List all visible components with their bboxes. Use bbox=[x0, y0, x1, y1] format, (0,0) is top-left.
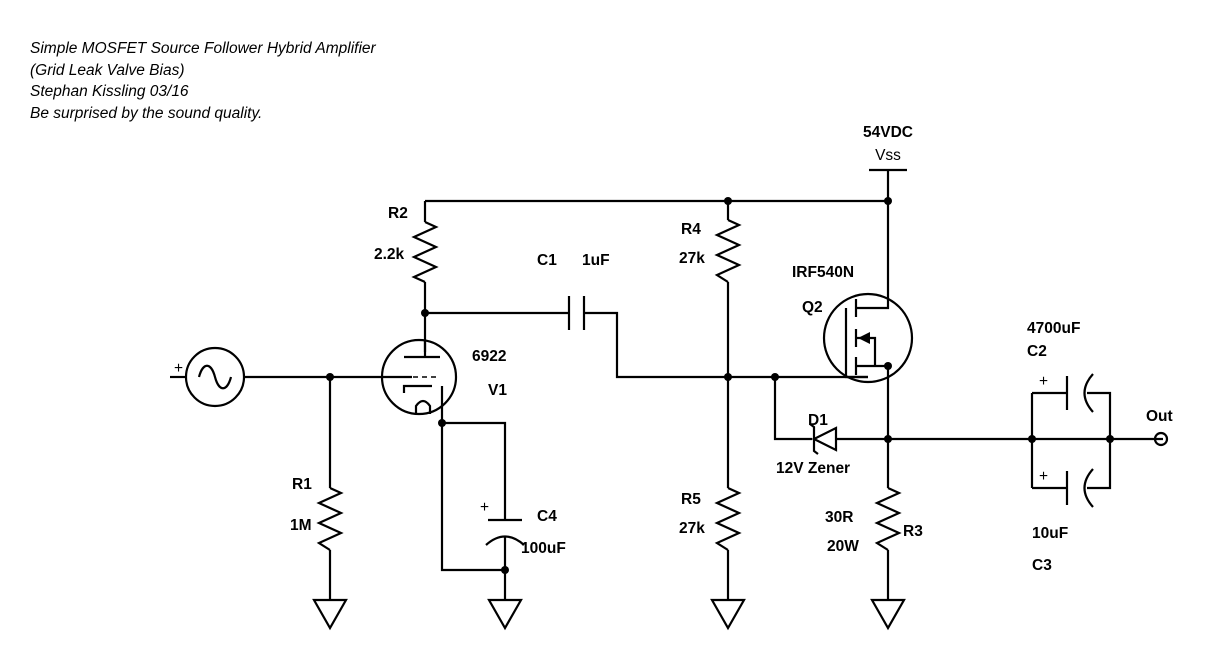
resistor-r1: R1 1M bbox=[290, 476, 344, 551]
valve-heater bbox=[414, 399, 432, 414]
ground-icon bbox=[487, 598, 523, 631]
junction-dot bbox=[438, 419, 446, 427]
ground-icon bbox=[870, 598, 906, 631]
resistor-r1-icon bbox=[316, 486, 344, 551]
notes-subtitle: (Grid Leak Valve Bias) bbox=[30, 61, 185, 79]
grounds bbox=[312, 598, 906, 631]
resistor-r2-icon bbox=[411, 220, 439, 284]
c3-plate-negative bbox=[1083, 468, 1094, 508]
r5-ref-label: R5 bbox=[681, 491, 701, 508]
junction-dot bbox=[771, 373, 779, 381]
r1-ref-label: R1 bbox=[292, 476, 312, 493]
resistor-r5-icon bbox=[714, 486, 742, 551]
sine-wave-icon bbox=[197, 364, 233, 390]
junction-dot bbox=[326, 373, 334, 381]
notes-author: Stephan Kissling 03/16 bbox=[30, 83, 189, 100]
signal-source-icon bbox=[184, 346, 246, 408]
c4-value-label: 100uF bbox=[521, 540, 566, 557]
notes-remark: Be surprised by the sound quality. bbox=[30, 104, 263, 122]
junction-dot bbox=[421, 309, 429, 317]
q2-part-label: IRF540N bbox=[792, 264, 854, 281]
junction-dot bbox=[884, 197, 892, 205]
c2-ref-label: C2 bbox=[1027, 343, 1047, 360]
c2-plate-negative bbox=[1083, 373, 1094, 413]
capacitor-c1: C1 1uF bbox=[537, 252, 610, 330]
wires bbox=[170, 170, 1163, 600]
wire-source bbox=[875, 364, 890, 488]
r2-value-label: 2.2k bbox=[374, 246, 405, 263]
wire-zener-anode bbox=[773, 377, 812, 441]
v1-part-label: 6922 bbox=[472, 348, 506, 365]
resistor-r3-icon bbox=[874, 486, 902, 551]
junction-dot bbox=[501, 566, 509, 574]
capacitor-c3: + 10uF C3 bbox=[1032, 468, 1094, 574]
r1-value-label: 1M bbox=[290, 517, 312, 534]
signal-source: + bbox=[174, 346, 246, 408]
resistor-r5: R5 27k bbox=[679, 486, 742, 551]
q2-ref-label: Q2 bbox=[802, 299, 823, 316]
c2-value-label: 4700uF bbox=[1027, 320, 1080, 337]
v1-ref-label: V1 bbox=[488, 382, 507, 399]
mosfet-envelope-icon bbox=[822, 292, 914, 384]
notes-title: Simple MOSFET Source Follower Hybrid Amp… bbox=[30, 40, 376, 57]
ground-icon bbox=[312, 598, 348, 631]
ground-icon bbox=[710, 598, 746, 631]
junction-dot bbox=[1106, 435, 1114, 443]
c1-value-label: 1uF bbox=[582, 252, 610, 269]
mosfet-arrow-icon bbox=[858, 332, 870, 344]
junctions bbox=[326, 197, 1114, 574]
junction-dot bbox=[1028, 435, 1036, 443]
r4-ref-label: R4 bbox=[681, 221, 701, 238]
c3-polarity: + bbox=[1039, 468, 1048, 485]
schematic-notes: Simple MOSFET Source Follower Hybrid Amp… bbox=[30, 38, 376, 124]
r3-ref-label: R3 bbox=[903, 523, 923, 540]
junction-dot bbox=[724, 197, 732, 205]
zener-triangle-icon bbox=[811, 426, 838, 452]
vss-name-label: Vss bbox=[875, 147, 901, 164]
junction-dot bbox=[724, 373, 732, 381]
vss-voltage-label: 54VDC bbox=[863, 124, 913, 141]
r3-value-label: 30R bbox=[825, 509, 853, 526]
signal-source-polarity: + bbox=[174, 360, 183, 377]
valve-v1: 6922 V1 bbox=[380, 338, 507, 416]
mosfet-body-lead bbox=[856, 336, 877, 366]
c1-ref-label: C1 bbox=[537, 252, 557, 269]
c4-polarity: + bbox=[480, 499, 489, 516]
c3-ref-label: C3 bbox=[1032, 557, 1052, 574]
c2-polarity: + bbox=[1039, 373, 1048, 390]
resistor-r3: R3 30R 20W bbox=[825, 486, 923, 555]
junction-dot bbox=[884, 435, 892, 443]
zener-d1: D1 12V Zener bbox=[776, 412, 850, 477]
zener-bar-icon bbox=[809, 423, 819, 455]
d1-value-label: 12V Zener bbox=[776, 460, 850, 477]
r5-value-label: 27k bbox=[679, 520, 705, 537]
resistor-r4: R4 27k bbox=[679, 218, 742, 283]
output-terminal: Out bbox=[1146, 408, 1173, 447]
r2-ref-label: R2 bbox=[388, 205, 408, 222]
vss-supply: 54VDC Vss bbox=[863, 124, 913, 172]
wire-c1-to-divider bbox=[584, 311, 728, 379]
c3-value-label: 10uF bbox=[1032, 525, 1068, 542]
resistor-r4-icon bbox=[714, 218, 742, 283]
wire-drain bbox=[875, 201, 890, 310]
r4-value-label: 27k bbox=[679, 250, 705, 267]
mosfet-gate bbox=[844, 308, 868, 379]
mosfet-q2: IRF540N Q2 bbox=[792, 264, 914, 384]
c4-ref-label: C4 bbox=[537, 508, 557, 525]
d1-ref-label: D1 bbox=[808, 412, 828, 429]
output-label: Out bbox=[1146, 408, 1173, 425]
valve-envelope-icon bbox=[380, 338, 458, 416]
valve-cathode bbox=[402, 384, 432, 393]
resistor-r2: R2 2.2k bbox=[374, 205, 439, 284]
output-terminal-icon bbox=[1153, 431, 1169, 447]
capacitor-c4: + C4 100uF bbox=[480, 499, 566, 557]
r3-power-label: 20W bbox=[827, 538, 859, 555]
junction-dot bbox=[884, 362, 892, 370]
c4-plate-negative bbox=[485, 535, 525, 546]
wire-cathode-loop bbox=[440, 423, 505, 572]
wire-cathode-to-c4 bbox=[440, 406, 507, 520]
capacitor-c2: + 4700uF C2 bbox=[1027, 320, 1094, 413]
